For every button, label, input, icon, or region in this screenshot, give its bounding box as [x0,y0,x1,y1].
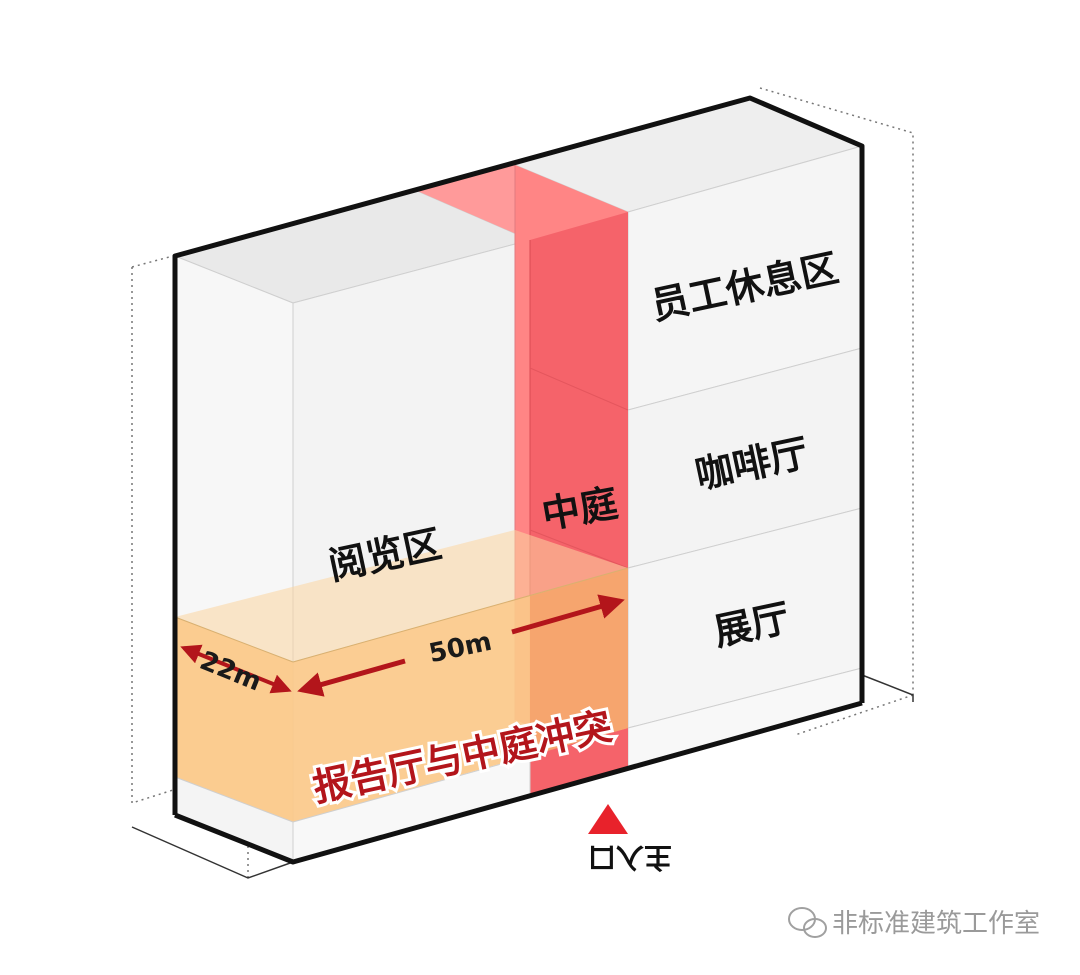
entrance-label: 主入口 [588,841,672,874]
entrance-marker: 主入口 [588,804,672,874]
wechat-icon [788,907,827,938]
watermark: 非标准建筑工作室 [788,907,1040,939]
building-outline [172,95,865,865]
entrance-arrow-icon [588,804,628,834]
watermark-label: 非标准建筑工作室 [832,909,1040,939]
site-boundary-base [131,674,914,879]
site-boundary-dotted [131,87,914,878]
